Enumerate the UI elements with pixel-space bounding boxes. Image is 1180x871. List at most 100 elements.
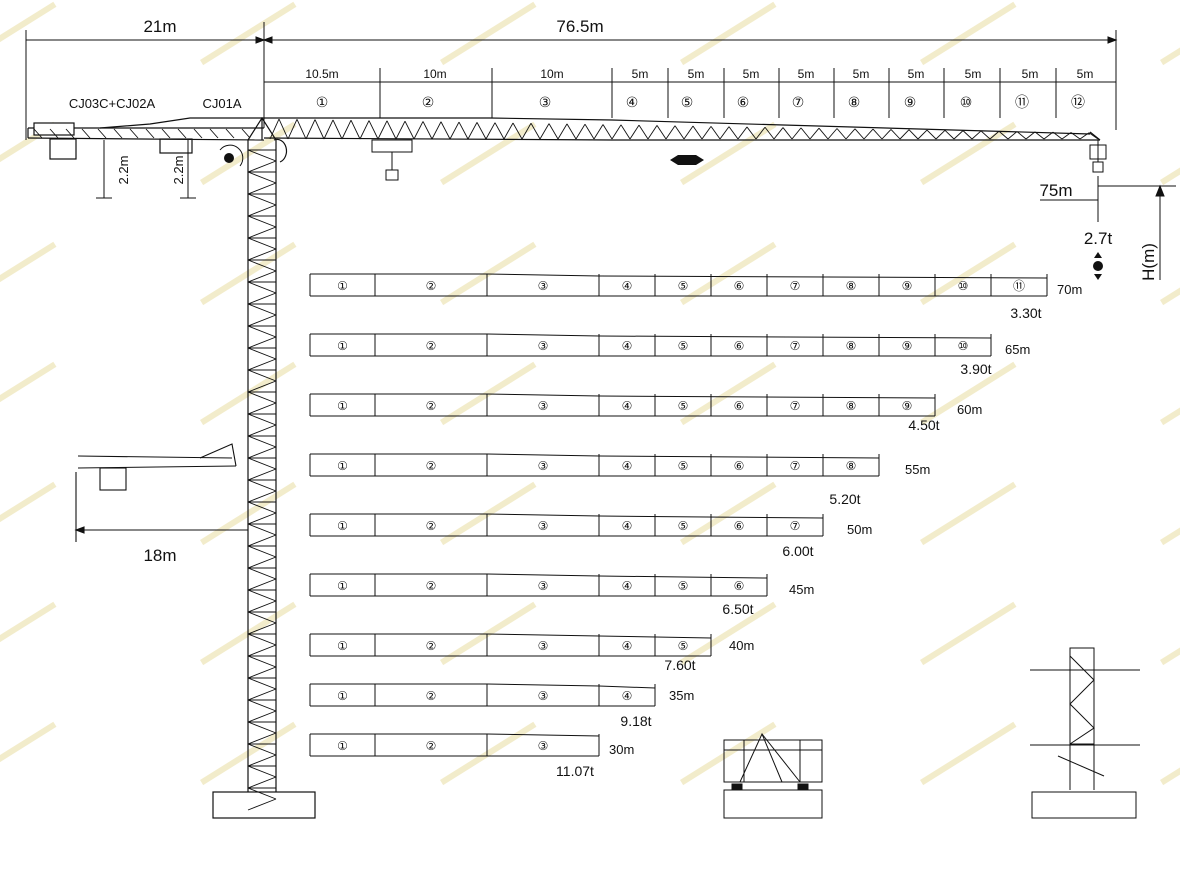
row-section-id: ④ <box>622 639 633 653</box>
tower-diagonal <box>247 633 277 646</box>
row-section-id: ⑤ <box>678 339 689 353</box>
row-section-id: ③ <box>538 459 549 473</box>
row-length: 30m <box>609 742 634 757</box>
jib-diagonal <box>908 129 919 140</box>
jib-diagonal <box>620 124 631 140</box>
jib-diagonal <box>629 124 640 140</box>
tower-diagonal <box>247 721 277 734</box>
row-section-id: ③ <box>538 399 549 413</box>
jib-diagonal <box>467 122 478 140</box>
watermark-mark <box>1160 1 1180 66</box>
row-section-id: ⑩ <box>958 279 969 293</box>
row-top-edge <box>310 453 880 459</box>
counter-jib-diagonal <box>193 128 203 139</box>
jib-diagonal <box>899 129 910 140</box>
row-section-id: ② <box>426 519 437 533</box>
jib-web-members <box>33 118 1099 140</box>
row-section-id: ⑧ <box>846 459 857 473</box>
tower-diagonal <box>247 666 277 679</box>
watermark-mark <box>680 241 777 306</box>
row-section-id: ⑨ <box>902 399 913 413</box>
tower-lattice <box>247 149 277 811</box>
jib-diagonal <box>377 120 388 140</box>
jib-diagonal <box>728 126 739 140</box>
jib-diagonal <box>818 127 829 140</box>
tower-diagonal <box>247 710 277 723</box>
row-section-id: ③ <box>538 639 549 653</box>
tower-diagonal <box>247 655 277 668</box>
tower-diagonal <box>247 226 277 239</box>
height-left-label: 2.2m <box>116 156 131 185</box>
watermark-mark <box>680 121 777 186</box>
base-detail <box>723 732 823 819</box>
row-section-id: ⑥ <box>734 399 745 413</box>
jib-section-ticks <box>263 68 1117 118</box>
watermark-mark <box>439 601 537 666</box>
jib-section-id: ⑥ <box>737 94 750 110</box>
tower-diagonal <box>247 237 277 250</box>
jib-diagonal <box>962 130 973 140</box>
watermark-mark <box>0 481 57 546</box>
jib-diagonal <box>485 122 496 140</box>
jib-diagonal <box>476 122 487 140</box>
watermark-mark <box>1159 721 1180 786</box>
counter-jib-diagonal <box>209 128 219 139</box>
tower-diagonal <box>247 160 277 173</box>
jib-diagonal <box>701 126 712 140</box>
counterweight-label-right: CJ01A <box>202 96 241 111</box>
jib-diagonal <box>1070 132 1081 140</box>
row-section-id: ① <box>337 519 348 533</box>
tower <box>212 140 316 819</box>
row-section-id: ① <box>337 689 348 703</box>
jib-diagonal <box>1025 131 1036 140</box>
watermark-mark <box>439 241 537 306</box>
counter-jib-diagonal <box>81 128 91 139</box>
jib-diagonal <box>746 126 757 140</box>
jib-section-length: 5m <box>965 67 982 81</box>
counter-jib-diagonal <box>129 128 139 139</box>
jib-diagonal <box>494 122 505 140</box>
tower-diagonal <box>247 336 277 349</box>
jib-diagonal <box>557 123 568 140</box>
jib-diagonal <box>575 123 586 140</box>
jib-diagonal <box>1007 131 1018 140</box>
jib-diagonal <box>971 130 982 140</box>
watermark-mark <box>0 721 57 786</box>
watermark-mark <box>439 361 537 426</box>
jib-section-length: 5m <box>1077 67 1094 81</box>
watermark-mark <box>920 481 1017 546</box>
tower-diagonal <box>247 193 277 206</box>
jib-diagonal <box>764 126 775 140</box>
jib-section-length: 10m <box>423 67 446 81</box>
jib-diagonal <box>944 129 955 140</box>
jib-diagonal <box>917 129 928 140</box>
trolley-travel-icon <box>670 155 704 165</box>
jib-section-id: ⑩ <box>960 94 973 110</box>
tower-diagonal <box>247 402 277 415</box>
tower-diagonal <box>247 600 277 613</box>
jib-diagonal <box>368 120 379 140</box>
jib-diagonal <box>692 125 703 140</box>
row-length: 60m <box>957 402 982 417</box>
row-tip-load: 11.07t <box>556 763 594 779</box>
row-top-edge <box>310 273 1048 279</box>
jib-diagonal <box>440 121 451 140</box>
jib-diagonal <box>881 129 892 140</box>
jib-diagonal <box>863 128 874 140</box>
jib-diagonal <box>341 120 352 140</box>
row-section-id: ③ <box>538 279 549 293</box>
jib-diagonal <box>773 127 784 140</box>
row-section-id: ② <box>426 579 437 593</box>
tower-diagonal <box>247 479 277 492</box>
row-section-id: ② <box>426 689 437 703</box>
jib-diagonal <box>1034 131 1045 140</box>
row-section-id: ④ <box>622 579 633 593</box>
tower-diagonal <box>247 677 277 690</box>
row-section-id: ⑪ <box>1013 279 1025 293</box>
row-length: 40m <box>729 638 754 653</box>
watermark-mark <box>439 121 537 186</box>
row-section-id: ⑥ <box>734 519 745 533</box>
tower-diagonal <box>247 204 277 217</box>
counter-jib-diagonal <box>49 128 59 139</box>
